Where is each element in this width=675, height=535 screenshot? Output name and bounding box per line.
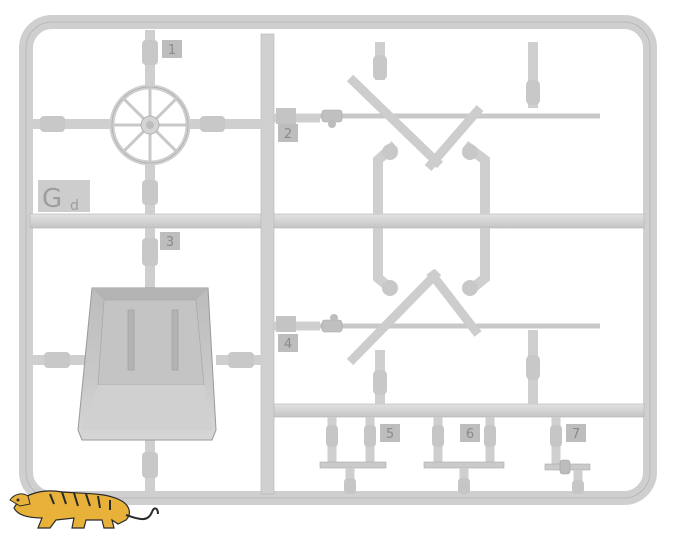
part-label-tab-4: 4 — [278, 334, 298, 352]
svg-text:2: 2 — [284, 127, 292, 142]
svg-text:5: 5 — [386, 427, 394, 442]
part-label-tab-2: 2 — [278, 124, 298, 142]
svg-text:4: 4 — [284, 337, 292, 352]
svg-text:3: 3 — [166, 235, 174, 250]
svg-text:d: d — [70, 198, 79, 214]
part-3-block — [30, 228, 262, 496]
tiger-logo — [9, 490, 159, 529]
part-4-linkage — [274, 228, 600, 404]
part-2-linkage — [274, 42, 600, 214]
svg-text:6: 6 — [466, 427, 474, 442]
part-6: 6 — [423, 417, 505, 496]
part-1-wheel — [30, 30, 262, 214]
sprue-main-runner — [29, 213, 645, 229]
svg-text:1: 1 — [168, 43, 176, 58]
sprue-code-label: G d — [38, 180, 90, 214]
sprue-lower-runner — [265, 403, 645, 418]
part-7: 7 — [544, 417, 591, 496]
part-label-tab-3: 3 — [160, 232, 180, 250]
part-5: 5 — [319, 417, 400, 496]
svg-text:G: G — [42, 184, 62, 214]
part-label-tab-1: 1 — [162, 40, 182, 58]
sprue-vertical-runner — [260, 33, 275, 495]
svg-text:7: 7 — [572, 427, 580, 442]
